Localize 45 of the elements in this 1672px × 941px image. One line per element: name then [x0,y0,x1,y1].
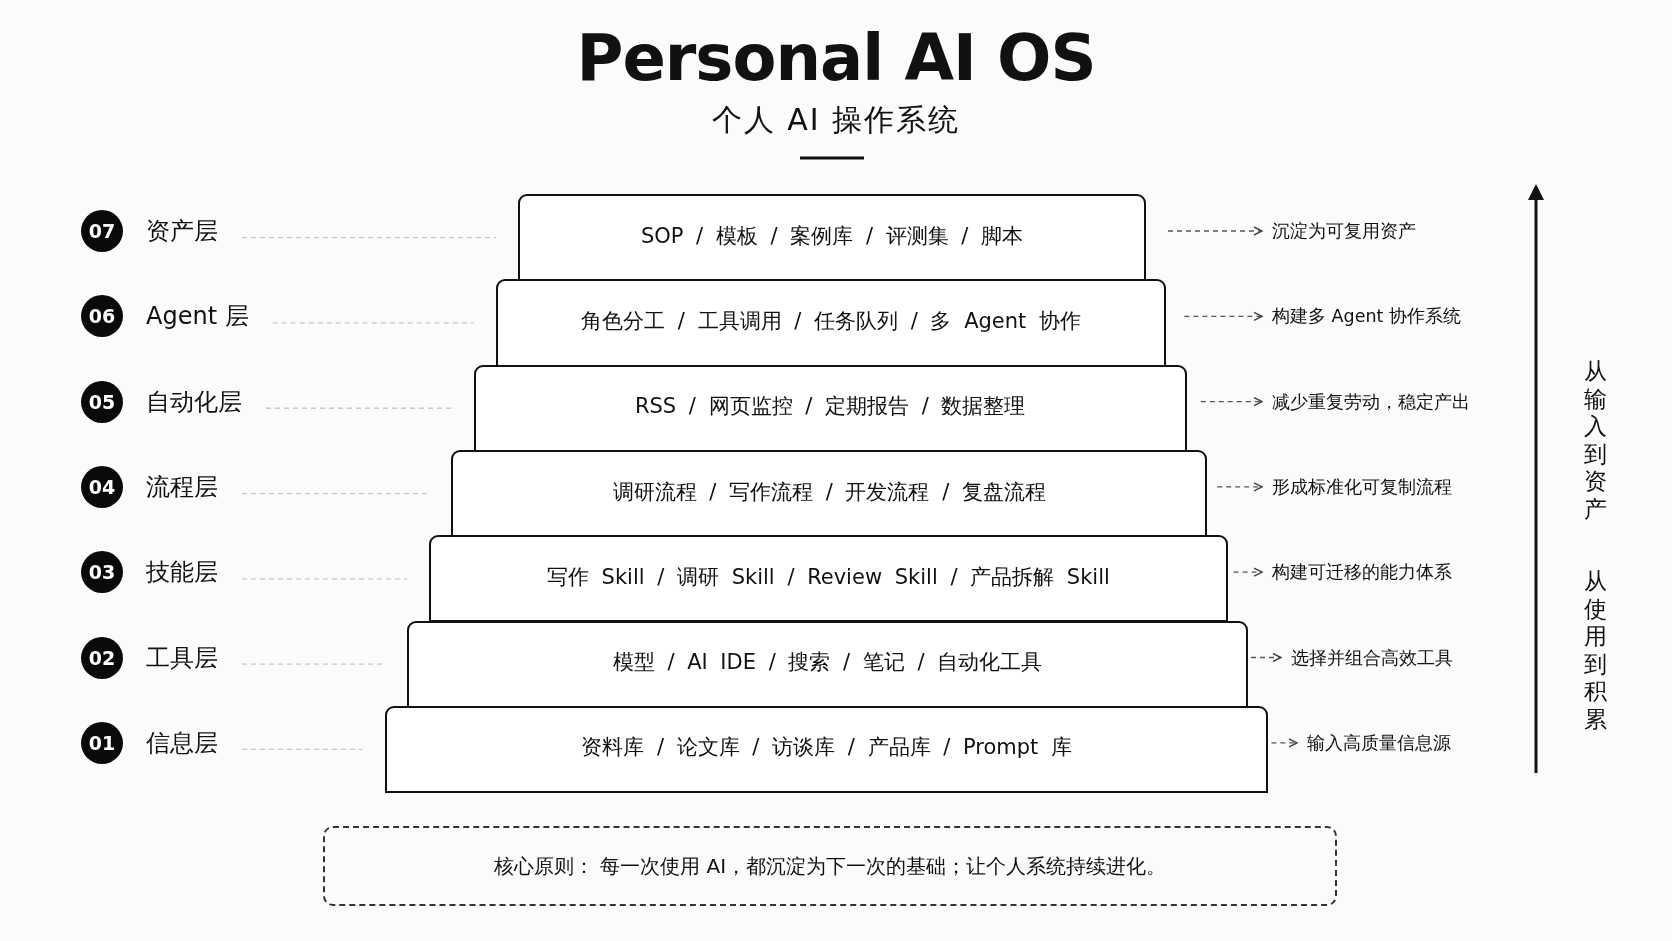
layer-step-box: 模型 / AI IDE / 搜索 / 笔记 / 自动化工具 [407,620,1248,708]
connector-line [241,237,497,239]
number-badge: 06 [81,295,123,338]
layer-step-box: 角色分工 / 工具调用 / 任务队列 / 多 Agent 协作 [495,279,1167,367]
vertical-caption: 从输入到资产 [1584,358,1607,524]
outcome-text: 输入高质量信息源 [1307,729,1451,756]
number-badge: 04 [81,465,123,508]
layer-step-box: SOP / 模板 / 案例库 / 评测集 / 脚本 [518,194,1146,282]
connector-line [241,578,408,580]
outcome-text: 选择并组合高效工具 [1291,644,1453,671]
subtitle: 个人 AI 操作系统 [710,101,962,139]
layer-name: 自动化层 [146,383,242,420]
arrow [1216,482,1263,492]
outcome-text: 沉淀为可复用资产 [1272,218,1416,244]
layer-name: 信息层 [146,724,218,761]
arrow [1200,396,1263,407]
layer-step-box: 调研流程 / 写作流程 / 开发流程 / 复盘流程 [451,449,1208,538]
layer-name: Agent 层 [146,298,249,335]
layer-name: 工具层 [146,639,218,676]
layer-step-box: 写作 Skill / 调研 Skill / Review Skill / 产品拆解 Skill [429,535,1228,623]
arrow [1270,738,1298,748]
connector-line [272,322,475,324]
outcome-text: 形成标准化可复制流程 [1272,473,1452,500]
connector-line [241,748,364,751]
number-badge: 01 [81,721,123,764]
number-badge: 03 [81,551,123,594]
layer-name: 流程层 [146,468,218,505]
arrow [1232,567,1263,577]
arrow [1183,311,1263,322]
layer-name: 资产层 [146,213,218,249]
arrow [1250,652,1282,663]
number-badge: 05 [81,380,123,423]
layer-name: 技能层 [146,554,218,591]
principle-box: 核心原则： 每一次使用 AI，都沉淀为下一次的基础；让个人系统持续进化。 [323,826,1337,906]
number-badge: 02 [81,636,123,679]
layer-step-box: 资料库 / 论文库 / 访谈库 / 产品库 / Prompt 库 [384,705,1269,794]
vertical-caption: 从使用到积累 [1584,568,1607,734]
number-badge: 07 [81,210,123,252]
arrow [1167,226,1263,236]
connector-line [265,407,453,409]
layer-step-box: RSS / 网页监控 / 定期报告 / 数据整理 [473,364,1187,452]
outcome-text: 构建多 Agent 协作系统 [1272,303,1461,330]
outcome-text: 构建可迁移的能力体系 [1272,559,1452,586]
outcome-text: 减少重复劳动，稳定产出 [1272,388,1470,415]
title: Personal AI OS [575,20,1097,97]
